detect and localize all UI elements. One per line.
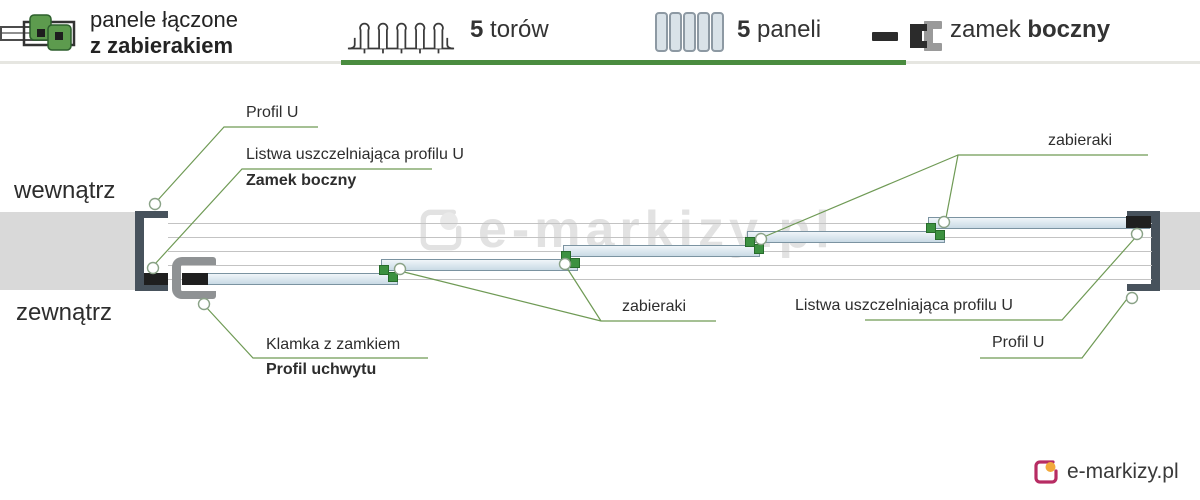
callout-listwa-top: Listwa uszczelniająca profilu U xyxy=(246,146,464,163)
carrier-square xyxy=(935,230,945,240)
right-u-profile-bottom-arm xyxy=(1127,284,1160,291)
footer-logo[interactable]: e-markizy.pl xyxy=(1033,459,1179,485)
callout-profil-u-top: Profil U xyxy=(246,104,299,121)
carrier-square xyxy=(745,237,755,247)
track-line xyxy=(168,265,1152,266)
brand-title-line2: z zabierakiem xyxy=(90,33,234,58)
right-u-profile-top-arm xyxy=(1127,211,1160,218)
carrier-square xyxy=(388,272,398,282)
left-u-profile xyxy=(135,211,144,291)
watermark-logo-icon xyxy=(420,209,462,251)
handle-profile xyxy=(172,257,216,299)
side-lock-seal-left xyxy=(144,273,168,285)
carrier-square xyxy=(926,223,936,233)
track-line xyxy=(168,279,1152,280)
callout-marker xyxy=(1130,227,1144,241)
callout-profil-uchwytu: Profil uchwytu xyxy=(266,361,377,378)
junction-marker xyxy=(937,215,951,229)
callout-zabieraki-top: zabieraki xyxy=(1048,132,1113,149)
right-u-profile xyxy=(1151,211,1160,291)
stat-panels-label: paneli xyxy=(757,16,822,43)
junction-marker xyxy=(558,257,572,271)
junction-marker xyxy=(754,232,768,246)
outside-label: zewnątrz xyxy=(16,299,113,326)
left-u-profile-top-arm xyxy=(135,211,168,218)
callout-zabieraki-bottom: zabieraki xyxy=(622,298,687,315)
left-wall xyxy=(0,212,137,290)
side-lock-seal-right xyxy=(1126,216,1151,228)
left-u-profile-bottom-arm xyxy=(135,284,168,291)
junction-marker xyxy=(393,262,407,276)
five-tracks-icon xyxy=(347,22,455,54)
side-lock-icon xyxy=(872,21,942,51)
five-panels-icon xyxy=(655,12,724,52)
callout-marker xyxy=(146,261,160,275)
handle-with-lock xyxy=(182,273,208,285)
logo-icon xyxy=(1034,460,1058,484)
stat-tracks-label: torów xyxy=(490,16,549,43)
stat-lock: zamek boczny xyxy=(950,16,1110,44)
stat-tracks-value: 5 xyxy=(470,16,484,43)
logo-text: e-markizy.pl xyxy=(1067,460,1179,483)
stat-panels: 5 paneli xyxy=(737,16,821,44)
right-wall xyxy=(1160,212,1200,290)
callout-klamka: Klamka z zamkiem xyxy=(266,336,401,353)
callout-marker xyxy=(1125,291,1139,305)
callout-zamek-boczny: Zamek boczny xyxy=(246,172,357,189)
header-accent-divider xyxy=(341,60,906,65)
carrier-square xyxy=(379,265,389,275)
brand-title-line1: panele łączone xyxy=(90,7,239,32)
callout-profil-u-right: Profil U xyxy=(992,334,1045,351)
stat-panels-value: 5 xyxy=(737,16,751,43)
track-line xyxy=(168,237,1152,238)
callout-listwa-right: Listwa uszczelniająca profilu U xyxy=(795,297,1013,314)
stat-tracks: 5 torów xyxy=(470,16,549,44)
brand-title: panele łączone z zabierakiem xyxy=(90,7,238,59)
stat-lock-prefix: zamek xyxy=(950,16,1021,43)
callout-marker xyxy=(148,197,162,211)
panels-with-carrier-icon xyxy=(0,14,76,51)
inside-label: wewnątrz xyxy=(14,177,116,204)
track-line xyxy=(168,223,1152,224)
stat-lock-bold: boczny xyxy=(1027,16,1111,43)
callout-marker xyxy=(197,297,211,311)
